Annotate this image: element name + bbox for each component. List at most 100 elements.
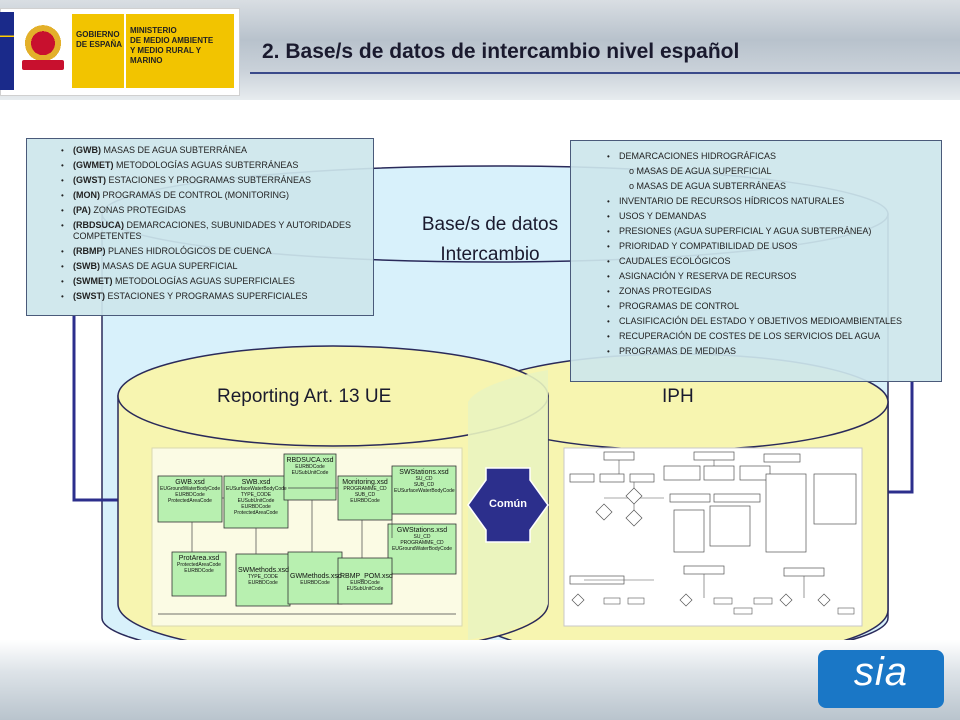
schema-text-swmethods: SWMethods.xsd TYPE_CODE EURBDCode [238, 567, 289, 586]
item-text: PRESIONES (AGUA SUPERFICIAL Y AGUA SUBTE… [619, 226, 872, 236]
flow-box-23 [753, 597, 773, 605]
right-panel-item: •RECUPERACIÓN DE COSTES DE LOS SERVICIOS… [607, 331, 933, 342]
page-title: 2. Base/s de datos de intercambio nivel … [262, 40, 740, 63]
schema-box-rbdsuca [283, 453, 337, 501]
schema-rbmp-name: RBMP_POM.xsd [340, 573, 393, 580]
schema-box-monitoring [337, 475, 393, 521]
bullet-icon: • [607, 212, 610, 221]
right-panel-item: •PRIORIDAD Y COMPATIBILIDAD DE USOS [607, 241, 933, 252]
bullet-icon: • [607, 227, 610, 236]
schema-protarea-field-2: EURBDCode [184, 568, 214, 574]
flow-box-12 [673, 509, 705, 553]
table-code: (GWMET) [73, 160, 114, 170]
bullet-icon: • [607, 347, 610, 356]
left-panel-item: •(MON) PROGRAMAS DE CONTROL (MONITORING) [61, 190, 365, 201]
item-text: INVENTARIO DE RECURSOS HÍDRICOS NATURALE… [619, 196, 845, 206]
schema-text-swb: SWB.xsd EUSurfaceWaterBodyCode TYPE_CODE… [226, 479, 287, 516]
flow-box-13 [709, 505, 751, 547]
central-db-line-1: Base/s de datos [421, 214, 559, 235]
schema-swb-field-1: EUSurfaceWaterBodyCode [226, 486, 287, 492]
schema-swmethods-field-2: EURBDCode [248, 580, 278, 586]
flow-box-14 [765, 473, 807, 553]
bullet-icon: • [607, 152, 610, 161]
schema-swstations-field-1: SU_CD [415, 476, 433, 482]
bullet-icon: • [61, 247, 64, 256]
schema-swmethods-field-1: TYPE_CODE [247, 574, 279, 580]
iph-contents-panel: •DEMARCACIONES HIDROGRÁFICAS o MASAS DE A… [570, 140, 942, 382]
table-code: (GWB) [73, 145, 101, 155]
eu-flag-strip [0, 12, 14, 90]
ministry-logo-text: MINISTERIO DE MEDIO AMBIENTE Y MEDIO RUR… [130, 26, 234, 66]
item-text: PROGRAMAS DE CONTROL [619, 301, 740, 311]
left-panel-item: •(GWMET) METODOLOGÍAS AGUAS SUBTERRÁNEAS [61, 160, 365, 171]
item-text: PROGRAMAS DE MEDIDAS [619, 346, 737, 356]
table-description: METODOLOGÍAS AGUAS SUBTERRÁNEAS [113, 160, 299, 170]
flow-diamond-7 [817, 593, 831, 607]
flow-box-19 [603, 597, 621, 605]
table-description: PROGRAMAS DE CONTROL (MONITORING) [100, 190, 290, 200]
subitem-text: o MASAS DE AGUA SUBTERRÁNEAS [629, 181, 787, 191]
iph-label: IPH [662, 386, 694, 407]
schema-box-swstations [391, 465, 457, 515]
item-text: CLASIFICACIÓN DEL ESTADO Y OBJETIVOS MED… [619, 316, 903, 326]
right-panel-item: •PROGRAMAS DE CONTROL [607, 301, 933, 312]
schema-box-gwb [157, 475, 223, 523]
right-panel-item: •ZONAS PROTEGIDAS [607, 286, 933, 297]
schema-text-gwstations: GWStations.xsd SU_CD PROGRAMME_CD EUGrou… [390, 527, 454, 552]
table-description: METODOLOGÍAS AGUAS SUPERFICIALES [112, 276, 295, 286]
schema-gwb-field-2: EURBDCode [175, 492, 205, 498]
table-code: (SWMET) [73, 276, 113, 286]
flow-box-6 [629, 473, 655, 483]
schema-gwstations-field-3: EUGroundWaterBodyCode [391, 546, 453, 552]
schema-swb-field-3: EUSubUnitCode [237, 498, 275, 504]
ministry-line-3: Y MEDIO RURAL Y MARINO [130, 46, 201, 65]
bullet-icon: • [61, 292, 64, 301]
schema-monitoring-name: Monitoring.xsd [342, 479, 388, 486]
left-panel-item: •(PA) ZONAS PROTEGIDAS [61, 205, 365, 216]
gov-line-2: DE ESPAÑA [76, 40, 123, 49]
schema-rbmp-field-1: EURBDCode [350, 580, 380, 586]
left-panel-list: •(GWB) MASAS DE AGUA SUBTERRÁNEA•(GWMET)… [61, 145, 365, 302]
bullet-icon: • [607, 332, 610, 341]
bullet-icon: • [61, 176, 64, 185]
bullet-icon: • [607, 242, 610, 251]
left-panel-item: • (SWMET) METODOLOGÍAS AGUAS SUPERFICIALE… [61, 276, 365, 287]
gov-logo-text: GOBIERNO DE ESPAÑA [76, 30, 126, 50]
ministry-logo-block [126, 14, 234, 88]
bullet-icon: • [607, 287, 610, 296]
table-description: PLANES HIDROLÓGICOS DE CUENCA [105, 246, 272, 256]
right-panel-item: •DEMARCACIONES HIDROGRÁFICAS [607, 151, 933, 162]
item-text: USOS Y DEMANDAS [619, 211, 707, 221]
flow-diamond-2 [595, 503, 613, 521]
schema-gwmethods-field-1: EURBDCode [300, 580, 330, 586]
schema-text-gwb: GWB.xsd EUGroundWaterBodyCode EURBDCode … [160, 479, 220, 504]
flow-box-18 [783, 567, 825, 577]
flow-box-1 [603, 451, 635, 461]
schema-monitoring-field-1: PROGRAMME_CD [343, 486, 387, 492]
flow-box-10 [669, 493, 711, 503]
bullet-icon: • [61, 206, 64, 215]
flow-box-7 [663, 465, 701, 481]
bullet-icon: • [607, 257, 610, 266]
schema-swb-field-4: EURBDCode [241, 504, 271, 510]
comun-label: Común [489, 498, 527, 510]
flow-box-4 [569, 473, 595, 483]
bullet-icon: • [61, 191, 64, 200]
schema-diagram [157, 453, 457, 615]
flow-box-24 [837, 607, 855, 615]
left-panel-item: •(GWST) ESTACIONES Y PROGRAMAS SUBTERRÁN… [61, 175, 365, 186]
schema-box-swb [223, 475, 289, 529]
schema-swb-field-5: ProtectedAreaCode [234, 510, 278, 516]
table-description: MASAS DE AGUA SUBTERRÁNEA [101, 145, 248, 155]
schema-box-protarea [171, 551, 227, 597]
schema-protarea-name: ProtArea.xsd [178, 555, 220, 562]
table-code: (SWB) [73, 261, 100, 271]
title-underline [250, 72, 960, 74]
flow-diamond-6 [779, 593, 793, 607]
comun-double-arrow [467, 467, 549, 543]
table-code: (RBDSUCA) [73, 220, 124, 230]
sia-logo-text: sia [853, 650, 909, 694]
bullet-icon: • [61, 277, 64, 286]
table-code: (SWST) [73, 291, 105, 301]
flow-diamond-1 [625, 487, 643, 505]
